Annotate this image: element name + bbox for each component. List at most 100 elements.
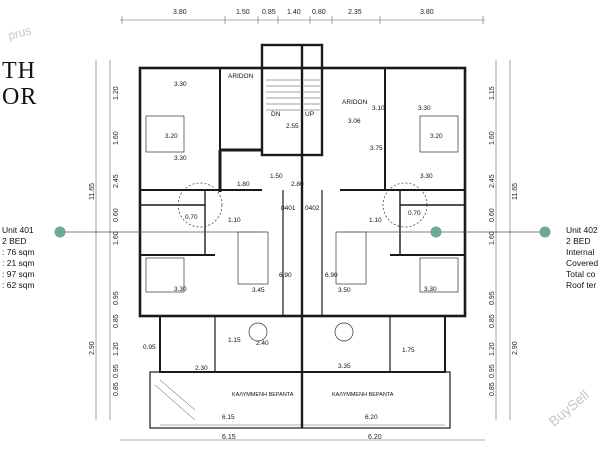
dim-right: 1.20 <box>489 342 496 356</box>
top-dimensions: 3.80 1.50 0.85 1.40 0.80 2.35 3.80 <box>173 9 434 16</box>
dimension-lines <box>95 16 511 441</box>
dim-right: 1.60 <box>489 131 496 145</box>
dim-left: 0.85 <box>113 314 120 328</box>
unit-402-name: Unit 402 <box>566 225 598 235</box>
room-label: 2.30 <box>195 365 208 372</box>
bottom-dimensions: 6.15 6.20 <box>222 434 382 441</box>
logo-line: TH <box>2 58 36 84</box>
unit-402-roof: Roof ter <box>566 280 597 290</box>
veranda-label: ΚΑΛΥΜΜΕΝΗ ΒΕΡΑΝΤΑ <box>332 392 394 398</box>
unit-401-marker[interactable] <box>54 226 66 238</box>
room-label: 6.15 <box>222 414 235 421</box>
dim-left: 1.60 <box>113 231 120 245</box>
dim-right: 0.95 <box>489 364 496 378</box>
room-label: 3.30 <box>174 286 187 293</box>
room-labels: ARIDON ARIDON DN UP 2.55 2.80 3.30 3.30 … <box>143 73 443 421</box>
logo-line: OR <box>2 84 38 110</box>
room-label: 1.10 <box>369 217 382 224</box>
dim-bottom: 6.20 <box>368 434 382 441</box>
room-label: ARIDON <box>228 73 254 80</box>
dim-right: 2.90 <box>512 341 519 355</box>
dim-left: 1.60 <box>113 131 120 145</box>
room-label: 1.10 <box>228 217 241 224</box>
room-label: 3.30 <box>420 173 433 180</box>
dim-right: 0.60 <box>489 208 496 222</box>
unit-401-total: : 97 sqm <box>2 269 35 279</box>
dim-right: 0.85 <box>489 382 496 396</box>
dim-top: 0.80 <box>312 9 326 16</box>
room-label: 3.30 <box>174 81 187 88</box>
unit-number-label: 0401 <box>281 205 296 212</box>
stair-down-label: DN <box>271 111 281 118</box>
left-dimensions: 11.65 1.20 1.60 2.45 0.60 1.60 0.95 0.85… <box>89 86 120 396</box>
room-label: 3.30 <box>174 155 187 162</box>
dim-left: 0.95 <box>113 364 120 378</box>
unit-number-label: 0402 <box>305 205 320 212</box>
room-label: 6.20 <box>365 414 378 421</box>
dim-bottom: 6.15 <box>222 434 236 441</box>
room-label: 3.35 <box>338 363 351 370</box>
unit-402-floor-marker[interactable] <box>430 226 442 238</box>
dim-right: 1.60 <box>489 231 496 245</box>
dim-top: 0.85 <box>262 9 276 16</box>
furniture <box>145 115 459 342</box>
veranda-label: ΚΑΛΥΜΜΕΝΗ ΒΕΡΑΝΤΑ <box>232 392 294 398</box>
dim-left: 2.45 <box>113 174 120 188</box>
unit-callouts <box>54 226 551 238</box>
room-label: 0.95 <box>143 344 156 351</box>
unit-401-beds: 2 BED <box>2 236 27 246</box>
room-label: 1.75 <box>402 347 415 354</box>
room-label: 3.75 <box>370 145 383 152</box>
dim-left: 11.65 <box>89 183 96 200</box>
room-label: 1.80 <box>237 181 250 188</box>
unit-402-info: Unit 402 2 BED Internal Covered Total co… <box>566 225 598 291</box>
room-label: 0.70 <box>185 214 198 221</box>
room-label: 2.55 <box>286 123 299 130</box>
room-label: 3.20 <box>165 133 178 140</box>
unit-402-marker[interactable] <box>539 226 551 238</box>
room-label: 3.06 <box>348 118 361 125</box>
dim-left: 0.85 <box>113 382 120 396</box>
dim-left: 1.20 <box>113 342 120 356</box>
unit-401-covered: : 21 sqm <box>2 258 35 268</box>
dim-left: 0.95 <box>113 291 120 305</box>
walls <box>138 43 467 429</box>
dim-left: 2.90 <box>89 341 96 355</box>
room-label: 3.50 <box>338 287 351 294</box>
right-dimensions: 11.65 1.15 1.60 2.45 0.60 1.60 0.95 0.85… <box>489 86 519 396</box>
room-label: 3.30 <box>424 286 437 293</box>
room-label: 1.15 <box>228 337 241 344</box>
unit-402-beds: 2 BED <box>566 236 591 246</box>
room-label: 6.90 <box>279 272 292 279</box>
dim-top: 1.40 <box>287 9 301 16</box>
unit-401-roof: : 62 sqm <box>2 280 35 290</box>
room-label: 3.30 <box>418 105 431 112</box>
unit-401-name: Unit 401 <box>2 225 34 235</box>
dim-left: 1.20 <box>113 86 120 100</box>
room-label: 6.90 <box>325 272 338 279</box>
dim-right: 0.95 <box>489 291 496 305</box>
room-label: 3.20 <box>430 133 443 140</box>
dim-top: 3.80 <box>420 9 434 16</box>
dim-right: 1.15 <box>489 86 496 100</box>
dim-right: 11.65 <box>512 183 519 200</box>
room-label: 0.70 <box>408 210 421 217</box>
unit-401-internal: : 76 sqm <box>2 247 35 257</box>
dim-right: 0.85 <box>489 314 496 328</box>
brand-logo: TH OR <box>2 58 37 110</box>
dim-left: 0.60 <box>113 208 120 222</box>
unit-402-covered: Covered <box>566 258 599 268</box>
stairs <box>154 79 320 421</box>
room-label: 1.50 <box>270 173 283 180</box>
stair-up-label: UP <box>305 111 314 118</box>
dim-top: 2.35 <box>348 9 362 16</box>
dim-top: 1.50 <box>236 9 250 16</box>
room-label: 2.40 <box>256 340 269 347</box>
unit-402-total: Total co <box>566 269 596 279</box>
room-label: 3.45 <box>252 287 265 294</box>
room-label: 3.10 <box>372 105 385 112</box>
unit-402-internal: Internal <box>566 247 595 257</box>
room-label: 2.80 <box>291 181 304 188</box>
